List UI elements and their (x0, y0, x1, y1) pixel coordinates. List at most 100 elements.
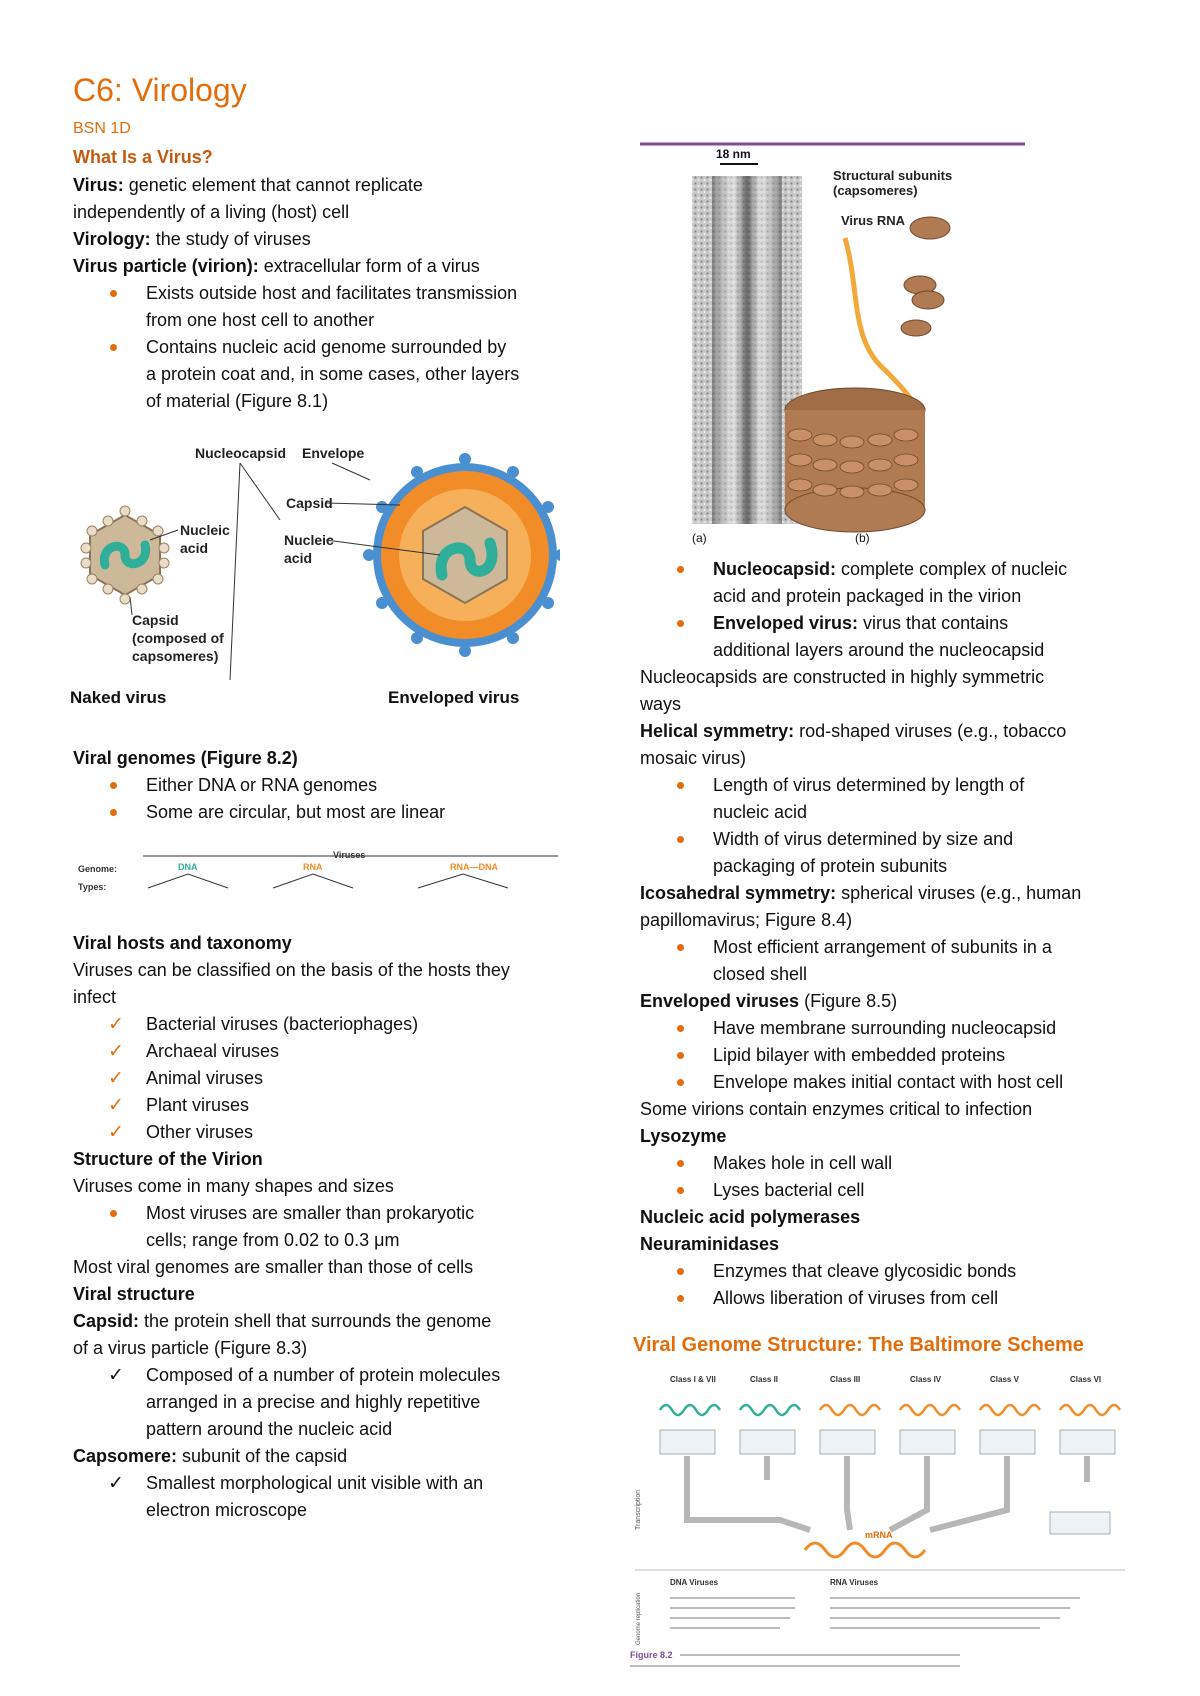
check-item: Archaeal viruses (146, 1041, 280, 1061)
check-item: Bacterial viruses (bacteriophages) (146, 1014, 419, 1034)
bullet-text: Most efficient arrangement of subunits i… (713, 937, 1052, 957)
bullet-text: additional layers around the nucleocapsi… (713, 640, 1045, 660)
bullet-text: Most viruses are smaller than prokaryoti… (146, 1203, 475, 1223)
check-icon: ✓ (108, 1095, 124, 1116)
heading-viral-hosts: Viral hosts and taxonomy (73, 933, 292, 953)
bullet-text: Width of virus determined by size and (713, 829, 1014, 849)
baltimore-class-label: Class II (750, 1375, 778, 1384)
structure-text-2: Most viral genomes are smaller than thos… (73, 1257, 474, 1277)
genome-strand (738, 1403, 802, 1417)
label-scale: 18 nm (716, 147, 751, 161)
bullet-dot (677, 620, 684, 627)
label-enveloped-virus: Enveloped virus (388, 688, 519, 707)
genome-strand (978, 1403, 1042, 1417)
icosahedral-definition-cont: papillomavirus; Figure 8.4) (640, 910, 853, 930)
bullet-dot (677, 836, 684, 843)
bullet-dot (677, 1052, 684, 1059)
bullet-text: Have membrane surrounding nucleocapsid (713, 1018, 1057, 1038)
check-icon: ✓ (108, 1068, 124, 1089)
label-rna: RNA (303, 862, 323, 872)
bullet-dot (110, 1210, 117, 1217)
virus-definition: Virus: genetic element that cannot repli… (73, 175, 423, 195)
figure-helical-virus: 18 nm (a) (640, 142, 1025, 545)
check-item: arranged in a precise and highly repetit… (146, 1392, 481, 1412)
check-item: electron microscope (146, 1500, 308, 1520)
capsid-definition: Capsid: the protein shell that surrounds… (73, 1311, 492, 1331)
bullet-text: Enzymes that cleave glycosidic bonds (713, 1261, 1017, 1281)
label-nucleic-acid-naked-2: acid (180, 540, 208, 556)
virology-definition: Virology: the study of viruses (73, 229, 311, 249)
label-dna: DNA (178, 862, 198, 872)
heading-viral-genomes: Viral genomes (Figure 8.2) (73, 748, 298, 768)
bullet-text: a protein coat and, in some cases, other… (146, 364, 520, 384)
bullet-text: acid and protein packaged in the virion (713, 586, 1022, 606)
bullet-dot (110, 344, 117, 351)
label-rna-dna: RNA—DNA (450, 862, 498, 872)
genome-strand (818, 1403, 882, 1417)
bullet-dot (677, 1295, 684, 1302)
page-title: C6: Virology (73, 72, 247, 108)
bullet-text: of material (Figure 8.1) (146, 391, 329, 411)
virion-definition: Virus particle (virion): extracellular f… (73, 256, 480, 276)
label-capsomeres: (capsomeres) (833, 183, 918, 198)
capsid-definition-cont: of a virus particle (Figure 8.3) (73, 1338, 308, 1358)
capsomere-definition: Capsomere: subunit of the capsid (73, 1446, 348, 1466)
bullet-text: nucleic acid (713, 802, 808, 822)
icosahedral-definition: Icosahedral symmetry: spherical viruses … (640, 883, 1082, 903)
enzymes-text: Some virions contain enzymes critical to… (640, 1099, 1033, 1119)
bullet-text: Either DNA or RNA genomes (146, 775, 378, 795)
baltimore-class-label: Class I & VII (670, 1375, 716, 1384)
label-nucleic-acid-naked: Nucleic (180, 522, 230, 538)
enveloped-virus-diagram (363, 453, 560, 657)
genome-strand (898, 1403, 962, 1417)
bullet-text: Envelope makes initial contact with host… (713, 1072, 1064, 1092)
helical-model (784, 216, 951, 533)
label-envelope: Envelope (302, 445, 364, 461)
virus-definition-cont: independently of a living (host) cell (73, 202, 350, 222)
bullet-dot (677, 1268, 684, 1275)
genome-strand (1058, 1403, 1122, 1417)
label-transcription: Transcription (635, 1490, 642, 1530)
bullet-text: Length of virus determined by length of (713, 775, 1025, 795)
heading-polymerases: Nucleic acid polymerases (640, 1207, 861, 1227)
hosts-text: Viruses can be classified on the basis o… (73, 960, 510, 980)
label-genome-replication: Genome replication (636, 1593, 642, 1645)
bullet-text: closed shell (713, 964, 808, 984)
enveloped-virus-definition: Enveloped virus: virus that contains (713, 613, 1009, 633)
label-types: Types: (78, 882, 106, 892)
bullet-dot (110, 782, 117, 789)
label-capsid: Capsid (286, 495, 333, 511)
nucleocapsid-definition: Nucleocapsid: complete complex of nuclei… (713, 559, 1068, 579)
label-structural-subunits: Structural subunits (833, 168, 952, 183)
label-nucleic-acid-env: Nucleic (284, 532, 334, 548)
check-icon: ✓ (108, 1122, 124, 1143)
bullet-dot (677, 782, 684, 789)
bullet-text: packaging of protein subunits (713, 856, 948, 876)
helical-definition-cont: mosaic virus) (640, 748, 747, 768)
bullet-text: Contains nucleic acid genome surrounded … (146, 337, 507, 357)
bullet-text: Allows liberation of viruses from cell (713, 1288, 999, 1308)
bullet-text: Exists outside host and facilitates tran… (146, 283, 518, 303)
bullet-text: Some are circular, but most are linear (146, 802, 446, 822)
label-naked-virus: Naked virus (70, 688, 166, 707)
bullet-dot (677, 1079, 684, 1086)
heading-lysozyme: Lysozyme (640, 1126, 727, 1146)
bullet-text: cells; range from 0.02 to 0.3 μm (146, 1230, 400, 1250)
figure-virus-structure: Nucleocapsid Envelope Capsid Nucleic aci… (70, 445, 560, 707)
heading-structure-virion: Structure of the Virion (73, 1149, 263, 1169)
check-item: Animal viruses (146, 1068, 264, 1088)
bullet-dot (677, 566, 684, 573)
label-a: (a) (692, 531, 707, 545)
label-rna-viruses: RNA Viruses (830, 1578, 879, 1587)
structure-text: Viruses come in many shapes and sizes (73, 1176, 394, 1196)
bullet-dot (677, 1025, 684, 1032)
heading-what-is-virus: What Is a Virus? (73, 147, 213, 167)
heading-viral-structure: Viral structure (73, 1284, 195, 1304)
label-capsid-note-2: (composed of (132, 630, 224, 646)
enveloped-viruses-heading: Enveloped viruses (Figure 8.5) (640, 991, 898, 1011)
check-icon: ✓ (108, 1014, 124, 1035)
label-figure-caption: Figure 8.2 (630, 1650, 673, 1660)
baltimore-class-label: Class III (830, 1375, 860, 1384)
symmetry-text-cont: ways (640, 694, 682, 714)
